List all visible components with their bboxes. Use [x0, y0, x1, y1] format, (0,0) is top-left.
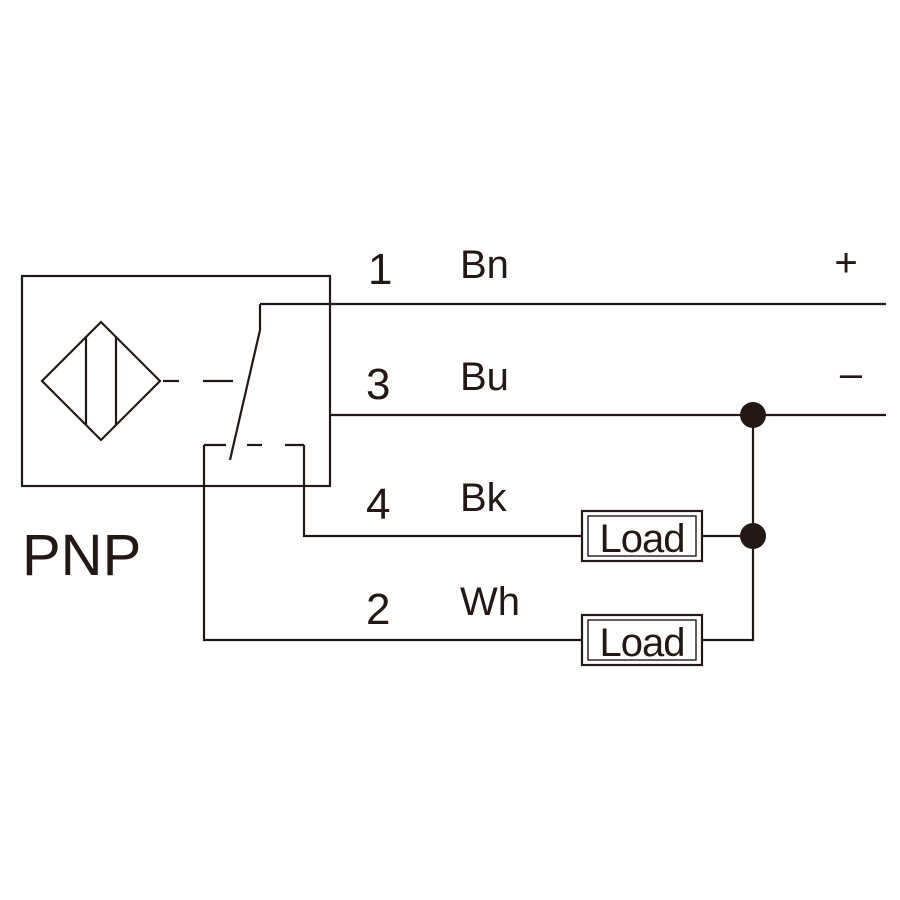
pin-number-1: 1	[368, 245, 392, 294]
load-box-pin-4: Load	[580, 509, 704, 563]
wire-2-return	[702, 415, 755, 642]
load-label: Load	[600, 621, 685, 665]
load-box-pin-2: Load	[580, 613, 704, 667]
sensor-housing	[20, 274, 332, 488]
supply-plus-sign: +	[834, 241, 857, 285]
wire-2-white	[202, 445, 582, 642]
wire-color-wh: Wh	[460, 580, 520, 624]
output-type-label: PNP	[22, 523, 141, 588]
wire-color-bu: Bu	[460, 355, 509, 399]
junction-node-lower	[740, 523, 766, 549]
wire-color-bn: Bn	[460, 243, 509, 287]
load-label: Load	[600, 517, 685, 561]
junction-node-upper	[740, 402, 766, 428]
wire-color-bk: Bk	[460, 476, 508, 520]
pin-number-3: 3	[366, 360, 390, 409]
supply-minus-sign: –	[840, 352, 863, 396]
pin-number-4: 4	[366, 480, 390, 529]
pin-number-2: 2	[366, 585, 390, 634]
wire-4-black	[302, 445, 582, 538]
switch-contact-icon	[204, 304, 304, 461]
inductive-sensor-icon	[40, 320, 162, 442]
